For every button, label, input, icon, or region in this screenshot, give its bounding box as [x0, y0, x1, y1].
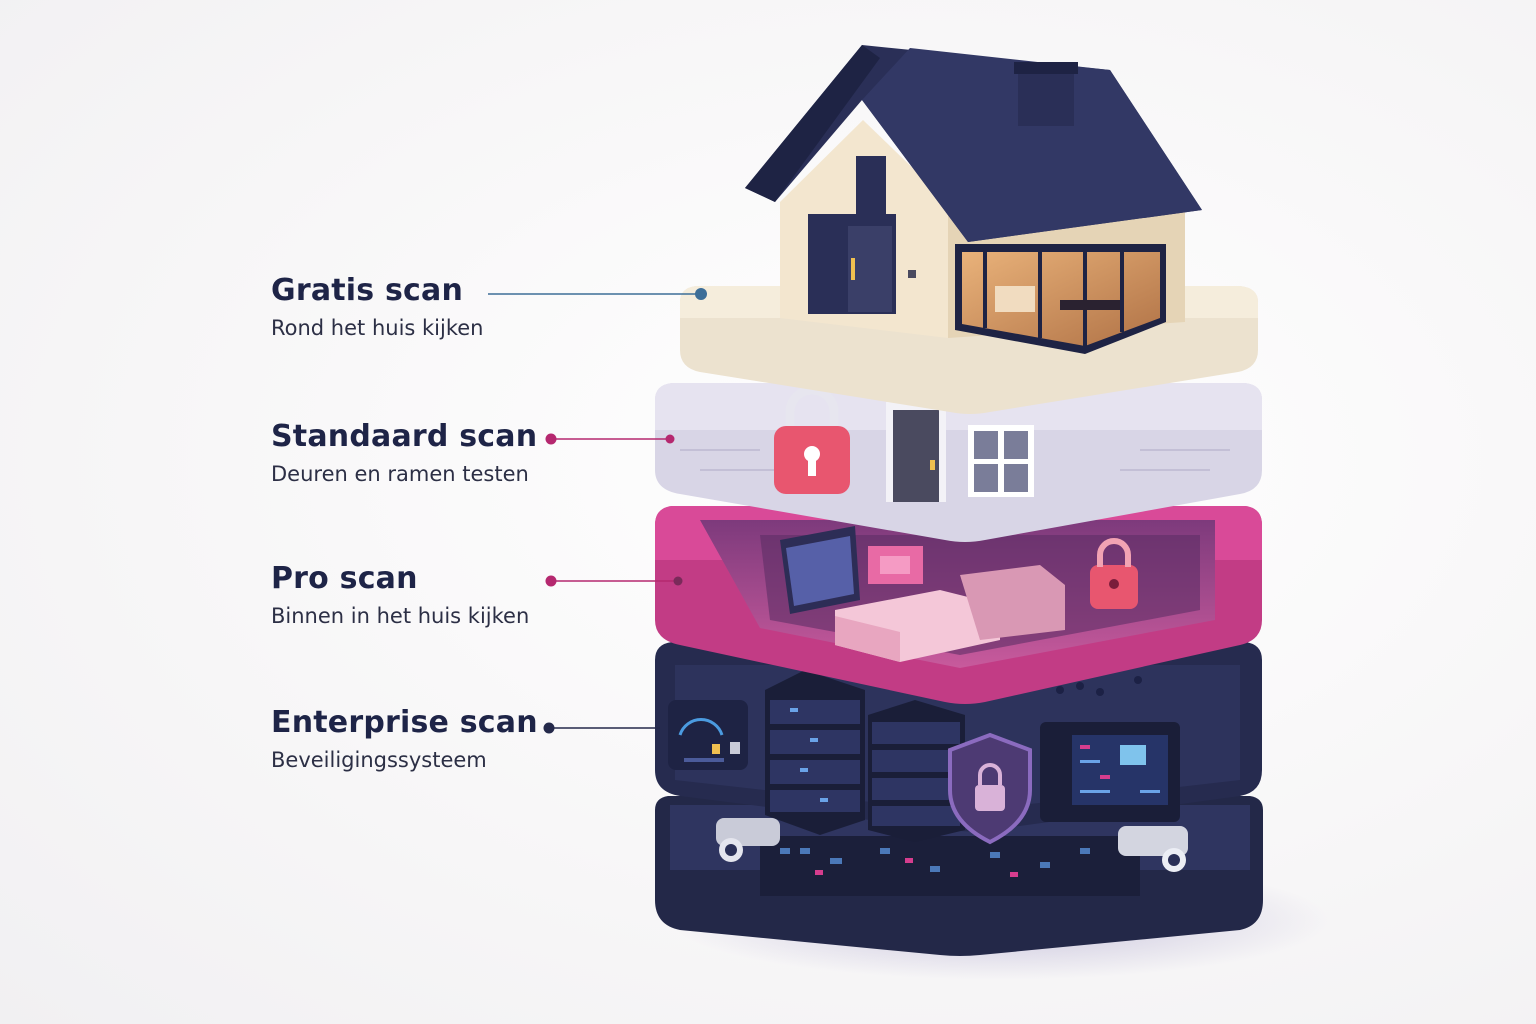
- leader-enterprise: [543, 722, 660, 734]
- tier-enterprise-title: Enterprise scan: [271, 705, 538, 740]
- tier-standaard-subtitle: Deuren en ramen testen: [271, 462, 529, 486]
- leader-standaard: [545, 433, 675, 445]
- tier-pro: Pro scan Binnen in het huis kijken: [271, 561, 529, 629]
- tier-enterprise-subtitle: Beveiligingssysteem: [271, 748, 487, 772]
- standard-layer: [655, 383, 1262, 542]
- tier-standaard: Standaard scan Deuren en ramen testen: [271, 419, 537, 487]
- tier-pro-title: Pro scan: [271, 561, 418, 596]
- standard-lock-icon: [774, 385, 850, 494]
- house-icon: [745, 45, 1202, 354]
- camera-right-icon: [1118, 826, 1188, 872]
- leader-pro: [545, 575, 683, 587]
- shield-lock-icon: [948, 732, 1032, 845]
- tier-gratis-subtitle: Rond het huis kijken: [271, 316, 484, 340]
- monitor-icon: [780, 526, 860, 614]
- leader-gratis: [488, 288, 707, 300]
- door-icon: [886, 402, 946, 502]
- tier-enterprise: Enterprise scan Beveiligingssysteem: [271, 705, 538, 773]
- camera-left-icon: [716, 818, 780, 862]
- tier-standaard-title: Standaard scan: [271, 419, 538, 454]
- window-icon: [968, 425, 1034, 497]
- server-rack-icon: [765, 670, 865, 835]
- enterprise-layer: [655, 642, 1263, 956]
- pro-lock-icon: [1090, 538, 1138, 609]
- pro-layer: [655, 506, 1262, 704]
- tier-gratis-title: Gratis scan: [271, 273, 464, 308]
- tier-gratis: Gratis scan Rond het huis kijken: [271, 273, 484, 341]
- tier-pro-subtitle: Binnen in het huis kijken: [271, 604, 530, 628]
